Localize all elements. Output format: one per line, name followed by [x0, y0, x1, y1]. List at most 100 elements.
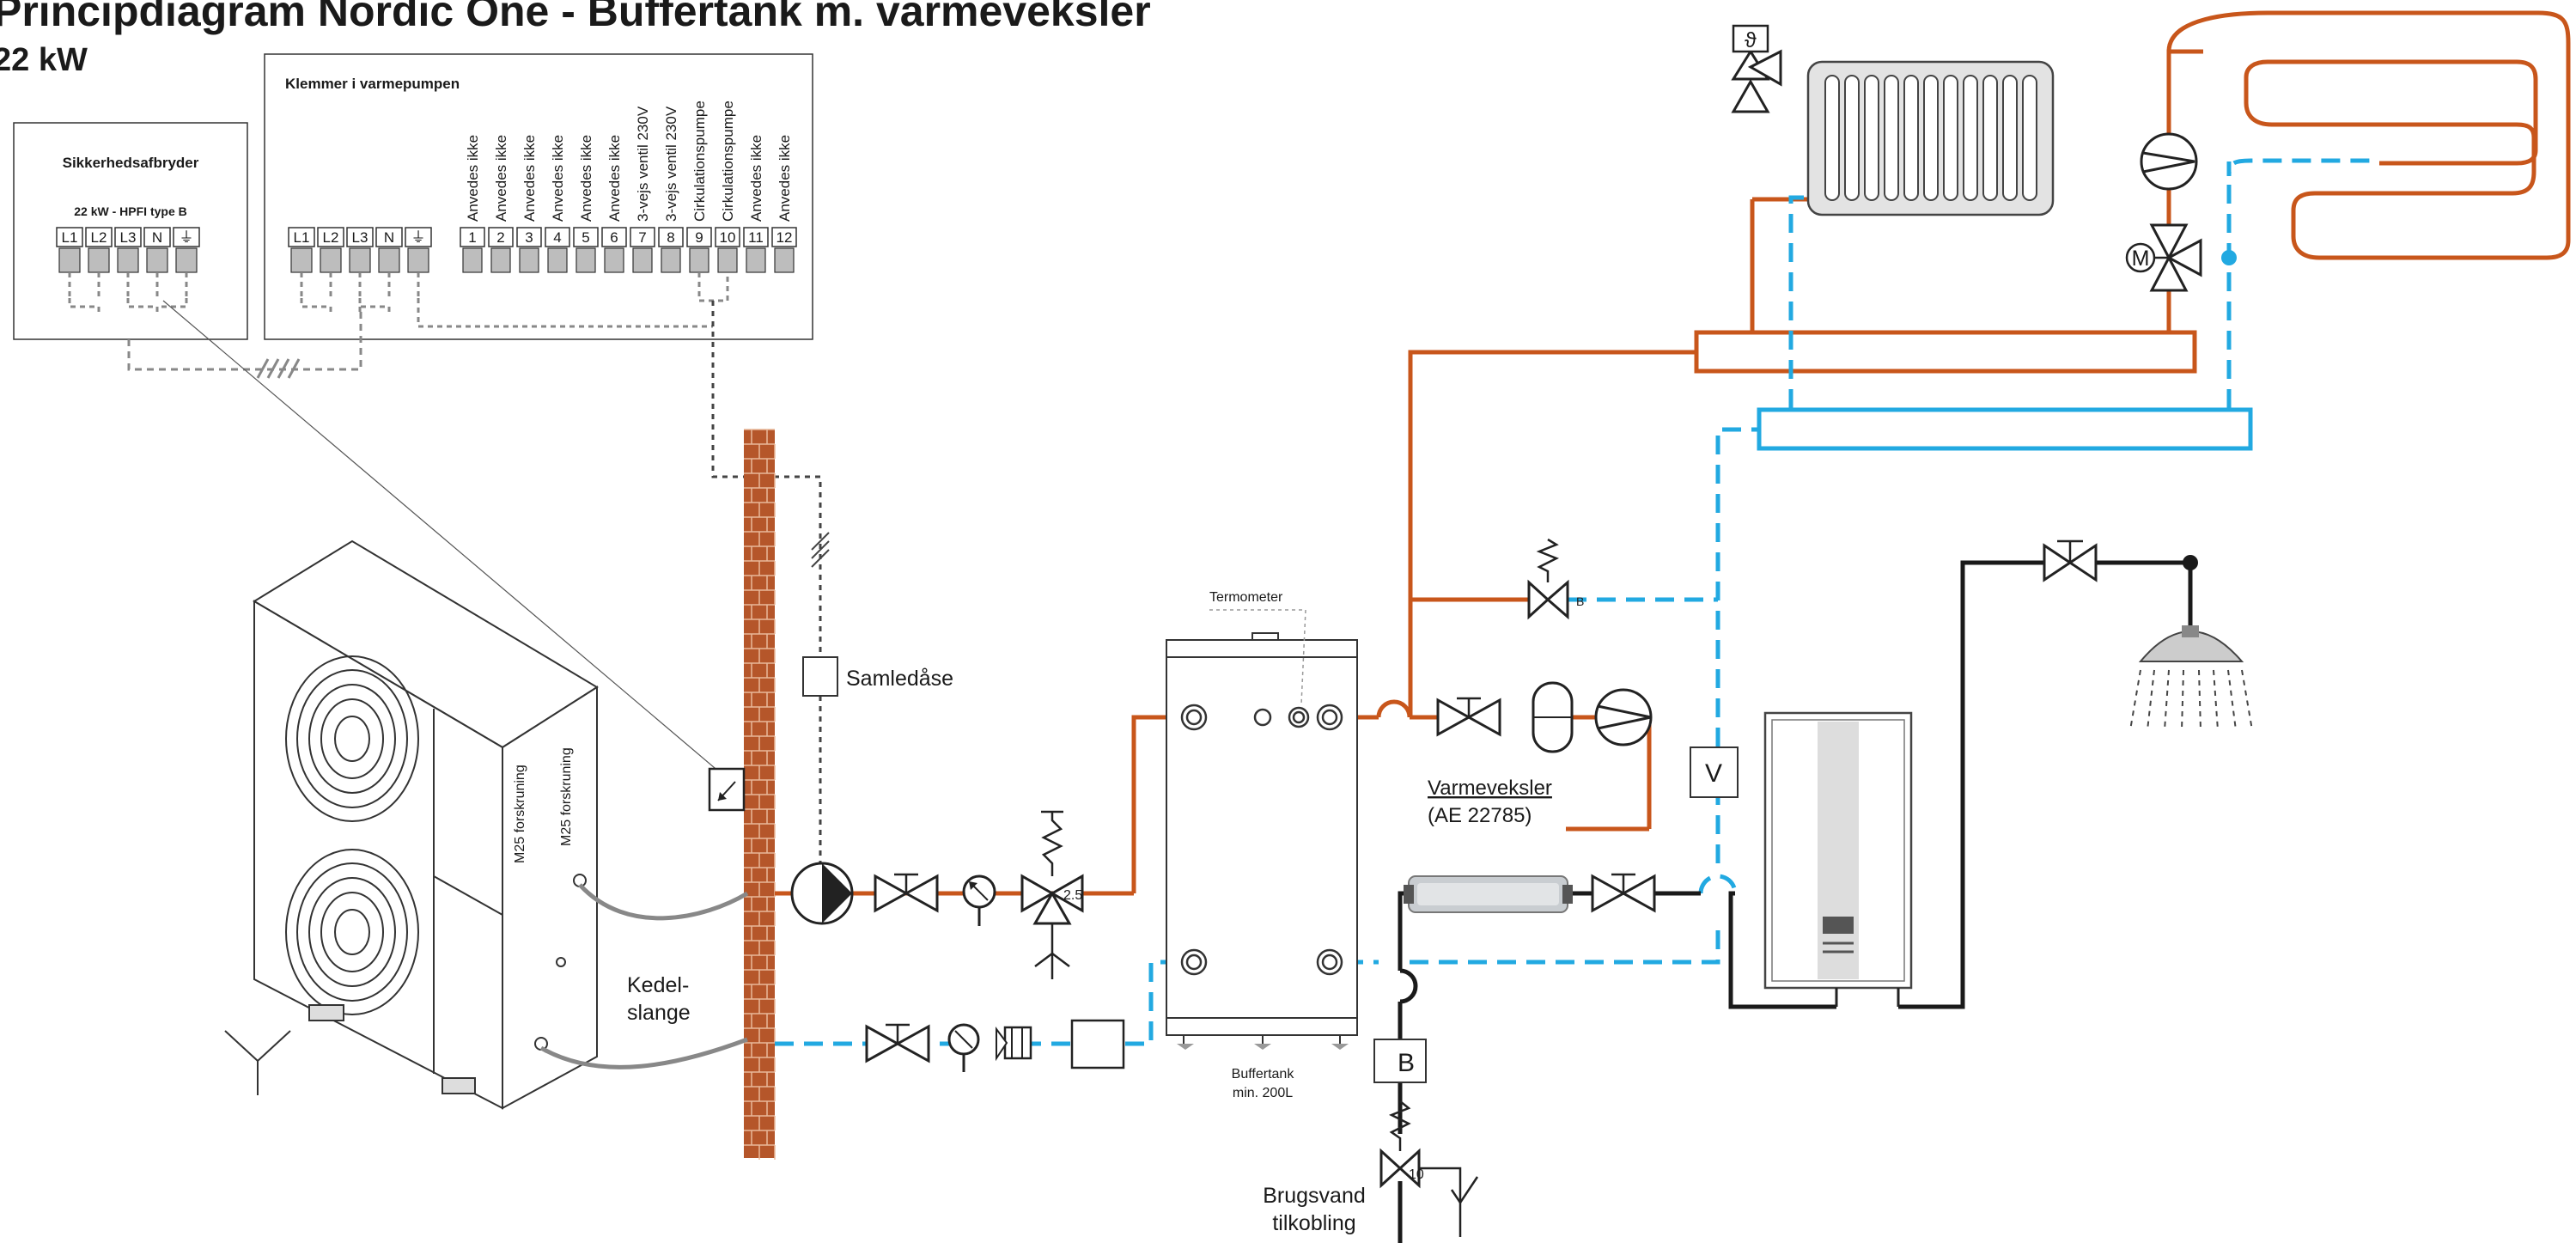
terminal-function-label: Anvedes ikke [776, 135, 793, 222]
numbered-terminal: 3 Anvedes ikke [516, 135, 542, 273]
dhw-label-1: Brugsvand [1263, 1184, 1366, 1208]
shower-tee [2183, 555, 2198, 570]
diagram-subtitle: 22 kW [0, 42, 88, 78]
terminal: L3 [114, 227, 142, 298]
terminal-label: L2 [91, 229, 107, 246]
terminal-label: N [152, 229, 162, 246]
expansion-vessel [1532, 681, 1574, 753]
terminal-number: 11 [748, 229, 764, 246]
numbered-terminal: 2 Anvedes ikke [488, 135, 514, 273]
dhw-safety-valve [1379, 1100, 1479, 1237]
numbered-terminal: 7 3-vejs ventil 230V [630, 106, 655, 273]
hose-label-2: slange [627, 1001, 691, 1025]
terminal-number: 2 [496, 229, 504, 246]
diagram-title: Principdiagram Nordic One - Buffertank m… [0, 0, 1151, 35]
hp-power-wiring [300, 298, 713, 328]
numbered-terminal: 10 Cirkulationspumpe [715, 101, 740, 273]
b-box [1373, 1039, 1427, 1083]
shutoff-valve-return [865, 1023, 930, 1063]
numbered-terminal: 83-vejs ventil 230V [658, 106, 684, 273]
numbered-terminal: 4 Anvedes ikke [545, 135, 570, 273]
terminal-label: L2 [323, 229, 339, 246]
junction-box [802, 656, 838, 697]
terminal: L3 [346, 227, 374, 298]
terminal-number: 12 [776, 229, 793, 246]
v-box-label: V [1705, 759, 1722, 788]
terminal-number: 10 [720, 229, 736, 246]
water-heater [1763, 711, 1913, 1007]
supply-piping [775, 10, 2571, 896]
safety-valve [1020, 810, 1084, 979]
numbered-terminal: 11 Anvedes ikke [743, 135, 769, 273]
safety-switch-rating: 22 kW - HPFI type B [74, 204, 186, 218]
terminal-function-label: Anvedes ikke [493, 135, 509, 222]
terminal: ⏚ [173, 227, 200, 298]
tank-label-1: Buffertank [1232, 1067, 1295, 1082]
safety-wiring [68, 298, 188, 315]
tank-label-2: min. 200L [1233, 1086, 1293, 1100]
terminal-number: 4 [553, 229, 561, 246]
terminal: N [143, 227, 171, 298]
supply-manifold [1694, 330, 2197, 374]
mixing-tee [2221, 250, 2237, 265]
gland-label-2: M25 forskruning [559, 747, 574, 846]
terminal-label: L3 [120, 229, 137, 246]
terminal: L2 [317, 227, 344, 298]
junction-box-label: Samledåse [846, 667, 953, 691]
buffer-tank [1166, 632, 1358, 1050]
terminal-label: L1 [294, 229, 310, 246]
magnet-filter [996, 1026, 1032, 1062]
safety-switch-panel: Sikkerhedsafbryder 22 kW - HPFI type B L… [13, 122, 248, 340]
terminal: N [375, 227, 403, 298]
terminal-function-label: Anvedes ikke [748, 135, 764, 222]
terminal-panel-title: Klemmer i varmepumpen [285, 76, 460, 92]
bypass-valve [1527, 538, 1569, 620]
terminal-function-label: Anvedes ikke [550, 135, 566, 222]
repair-switch [708, 767, 746, 812]
terminal-number: 3 [525, 229, 533, 246]
b-box-label: B [1398, 1049, 1415, 1077]
secondary-pump [1594, 688, 1653, 746]
terminal-label: L3 [352, 229, 368, 246]
motor-symbol: M [2132, 247, 2150, 271]
safety-switch-title: Sikkerhedsafbryder [63, 155, 199, 171]
heat-exchanger-label: Varmeveksler [1428, 777, 1552, 800]
thermostatic-valve [1731, 24, 1782, 113]
dirt-separator [1070, 1019, 1125, 1069]
terminal-function-label: 3-vejs ventil 230V [663, 106, 679, 222]
cable-marks [811, 532, 830, 568]
numbered-terminal: 12 Anvedes ikke [771, 135, 797, 273]
bypass-valve-label: B [1576, 594, 1584, 608]
terminal-number: 7 [638, 229, 646, 246]
terminal-function-label: Anvedes ikke [521, 135, 538, 222]
terminal-function-label: Cirkulationspumpe [720, 101, 736, 222]
terminal-label: N [384, 229, 394, 246]
terminal-function-label: Anvedes ikke [465, 135, 481, 222]
thermometer-label: Termometer [1209, 590, 1283, 605]
thermostat-symbol: ϑ [1745, 28, 1757, 52]
pressure-gauge [962, 874, 996, 926]
terminal: L1 [288, 227, 315, 298]
terminal-number: 6 [610, 229, 618, 246]
terminal-function-label: 3-vejs ventil 230V [635, 106, 651, 222]
terminal: L1 [56, 227, 83, 298]
shower-valve [2043, 539, 2098, 582]
hose-label-1: Kedel- [627, 973, 689, 997]
boiler-hoses [539, 883, 749, 1069]
shutoff-valve-secondary [1436, 697, 1501, 737]
plate-heat-exchanger [1404, 875, 1573, 913]
outdoor-heat-pump-unit [224, 539, 599, 1110]
return-gauge [947, 1023, 980, 1072]
shutoff-valve-dhw [1591, 873, 1656, 913]
terminal-function-label: Cirkulationspumpe [691, 101, 708, 222]
shower-head [2129, 625, 2253, 731]
circulation-pump [790, 862, 854, 925]
terminal-label: ⏚ [180, 229, 194, 246]
brick-wall [744, 429, 776, 1160]
terminal-function-label: Anvedes ikke [578, 135, 594, 222]
